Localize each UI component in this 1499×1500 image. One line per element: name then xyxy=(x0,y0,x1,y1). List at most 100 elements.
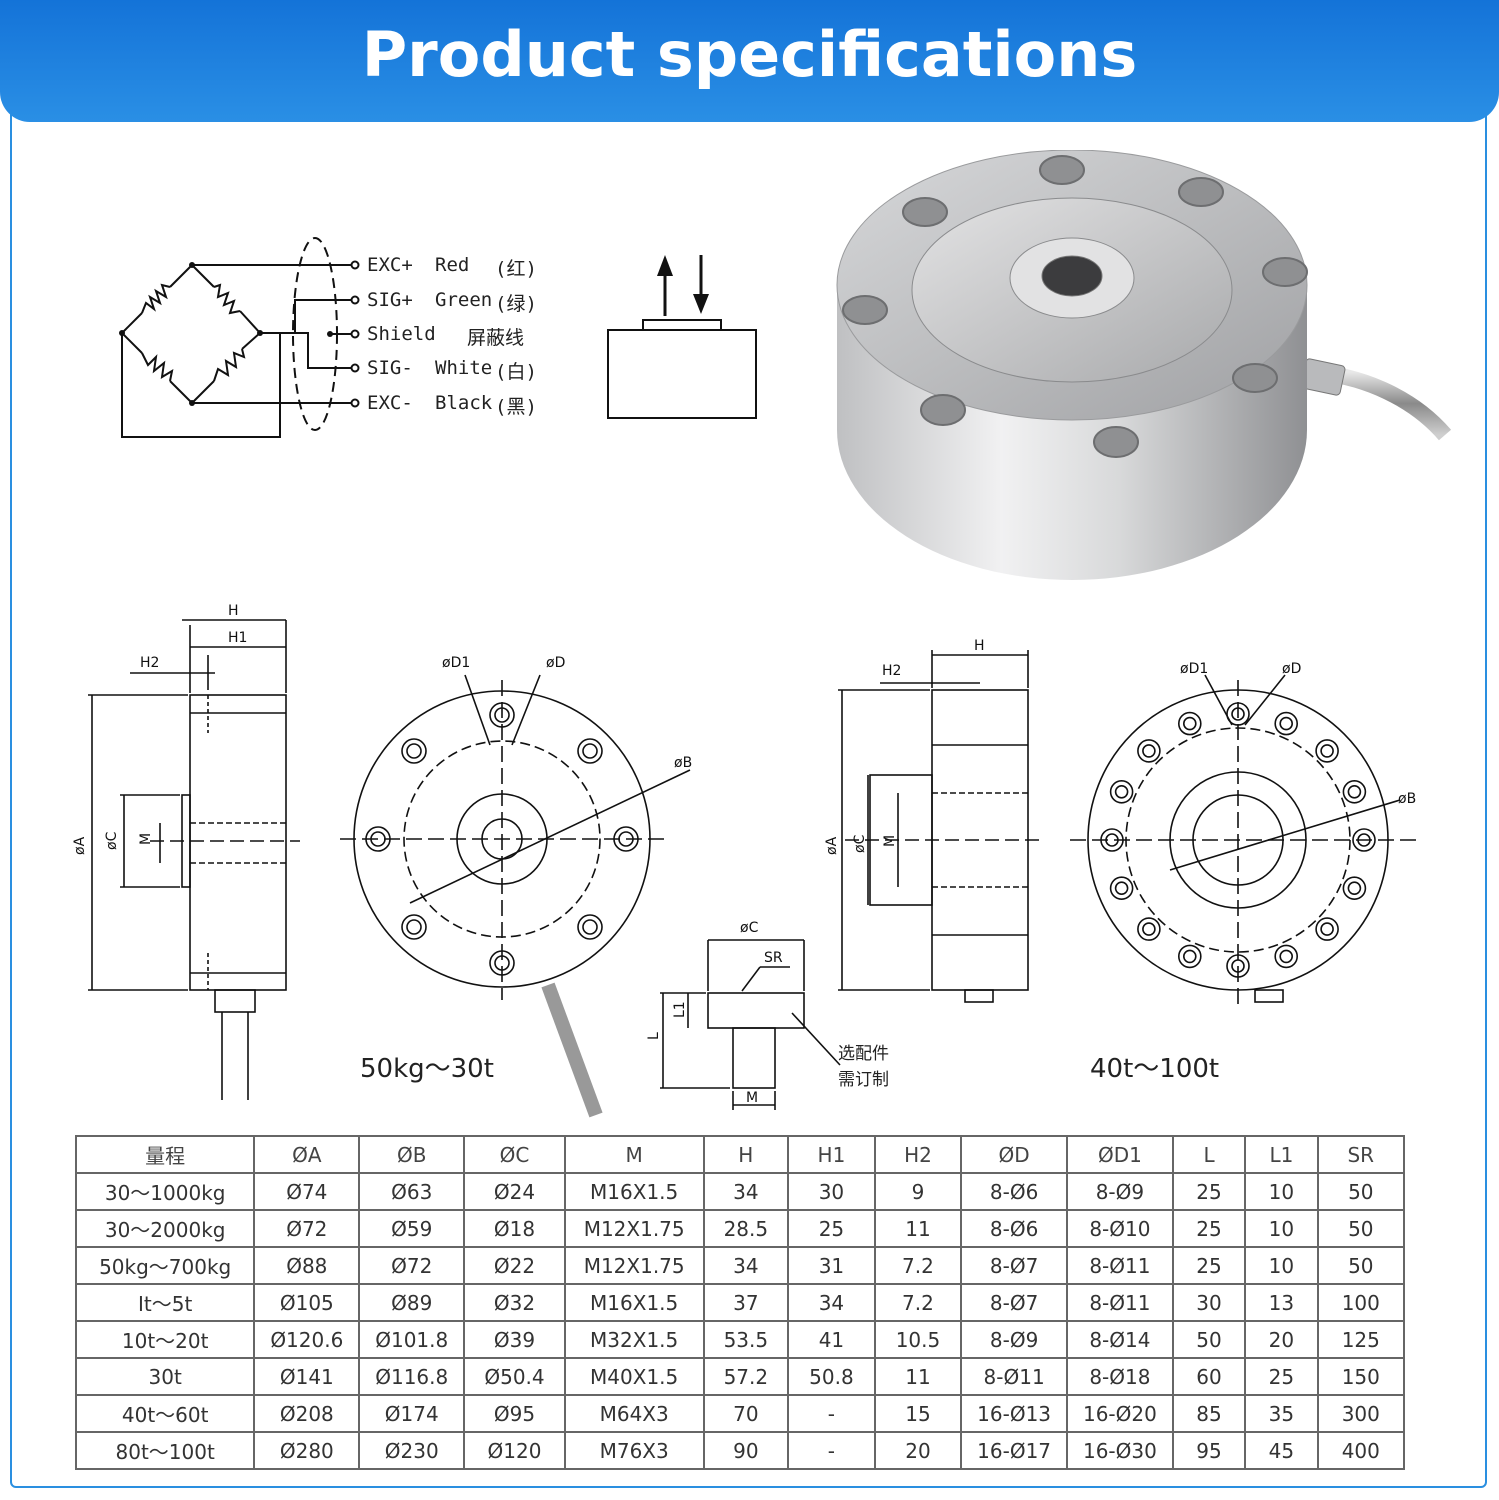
column-header: H1 xyxy=(787,1135,876,1174)
cable xyxy=(1300,358,1452,441)
table-cell: 16-Ø17 xyxy=(960,1431,1068,1470)
table-cell: 20 xyxy=(1244,1320,1319,1359)
table-cell: 16-Ø13 xyxy=(960,1394,1068,1433)
table-cell: Ø208 xyxy=(253,1394,361,1433)
dim-d1-large: øD1 xyxy=(1180,661,1208,677)
table-cell: 8-Ø7 xyxy=(960,1246,1068,1285)
table-cell: 8-Ø11 xyxy=(960,1357,1068,1396)
table-cell: 45 xyxy=(1244,1431,1319,1470)
dim-c-part: øC xyxy=(740,920,759,936)
table-cell: 400 xyxy=(1316,1431,1406,1470)
table-cell: 10 xyxy=(1244,1209,1319,1248)
table-cell: 34 xyxy=(787,1283,876,1322)
table-cell: M64X3 xyxy=(563,1394,705,1433)
table-cell: 8-Ø9 xyxy=(960,1320,1068,1359)
table-cell: Ø174 xyxy=(358,1394,466,1433)
table-cell: Ø39 xyxy=(463,1320,566,1359)
column-header: L xyxy=(1171,1135,1247,1174)
dim-c-large: øC xyxy=(852,834,868,853)
dim-h2-large: H2 xyxy=(882,663,901,679)
table-cell: 8-Ø14 xyxy=(1065,1320,1174,1359)
table-cell: Ø120.6 xyxy=(253,1320,361,1359)
side-view-large xyxy=(838,650,1045,1003)
table-cell: 80t～100t xyxy=(74,1431,256,1470)
table-cell: 60 xyxy=(1171,1357,1247,1396)
column-header: H xyxy=(702,1135,790,1174)
table-cell: M12X1.75 xyxy=(563,1209,705,1248)
table-cell: 30t xyxy=(74,1357,256,1396)
optional-part-note-1: 选配件 xyxy=(838,1044,889,1064)
load-cell-block xyxy=(607,329,757,419)
wire-color: Red xyxy=(435,254,470,276)
optional-part-note-2: 需订制 xyxy=(838,1070,889,1090)
table-cell: Ø50.4 xyxy=(463,1357,566,1396)
arrow-up-icon xyxy=(657,255,673,316)
bridge-circuit xyxy=(119,237,360,438)
wire-code: EXC- xyxy=(367,392,413,414)
table-cell: Ø116.8 xyxy=(358,1357,466,1396)
dim-h-large: H xyxy=(974,638,985,654)
table-cell: 30～2000kg xyxy=(74,1209,256,1248)
table-cell: M40X1.5 xyxy=(563,1357,705,1396)
dim-a-small: øA xyxy=(72,836,88,855)
table-cell: 7.2 xyxy=(873,1246,963,1285)
optional-part-drawing xyxy=(660,939,841,1110)
table-cell: Ø24 xyxy=(463,1172,566,1211)
table-cell: 125 xyxy=(1316,1320,1406,1359)
table-cell: 37 xyxy=(702,1283,790,1322)
wire-color: Black xyxy=(435,392,493,414)
table-cell: 50 xyxy=(1316,1209,1406,1248)
wire-code: EXC+ xyxy=(367,254,413,276)
table-cell: 100 xyxy=(1316,1283,1406,1322)
table-cell: 20 xyxy=(873,1431,963,1470)
dim-d-large: øD xyxy=(1282,661,1301,677)
column-header: ØD xyxy=(960,1135,1068,1174)
wire-code: SIG- xyxy=(367,357,413,379)
wire-color-cn: (红) xyxy=(495,258,537,280)
table-cell: 50 xyxy=(1316,1246,1406,1285)
wire-color-cn: (绿) xyxy=(495,293,537,315)
table-cell: 8-Ø10 xyxy=(1065,1209,1174,1248)
table-cell: 90 xyxy=(702,1431,790,1470)
table-cell: Ø89 xyxy=(358,1283,466,1322)
table-cell: 28.5 xyxy=(702,1209,790,1248)
wire-code: Shield xyxy=(367,323,436,345)
column-header: ØC xyxy=(463,1135,566,1174)
table-cell: 16-Ø30 xyxy=(1065,1431,1174,1470)
table-cell: Ø32 xyxy=(463,1283,566,1322)
dim-h-small: H xyxy=(228,603,239,619)
table-cell: Ø120 xyxy=(463,1431,566,1470)
table-cell: 31 xyxy=(787,1246,876,1285)
table-cell: 13 xyxy=(1244,1283,1319,1322)
table-cell: 70 xyxy=(702,1394,790,1433)
wire-code: SIG+ xyxy=(367,289,413,311)
column-header: H2 xyxy=(873,1135,963,1174)
dim-sr-part: SR xyxy=(764,950,783,966)
table-cell: 25 xyxy=(1171,1209,1247,1248)
load-plate xyxy=(642,319,722,331)
dim-h2-small: H2 xyxy=(140,655,159,671)
table-cell: 41 xyxy=(787,1320,876,1359)
dim-a-large: øA xyxy=(824,836,840,855)
wire-color-cn: 屏蔽线 xyxy=(467,327,525,349)
column-header: ØB xyxy=(358,1135,466,1174)
table-cell: Ø95 xyxy=(463,1394,566,1433)
table-cell: 10 xyxy=(1244,1172,1319,1211)
table-cell: Ø74 xyxy=(253,1172,361,1211)
table-cell: Ø72 xyxy=(358,1246,466,1285)
table-cell: 25 xyxy=(1244,1357,1319,1396)
table-cell: 10t～20t xyxy=(74,1320,256,1359)
wire-color: Green xyxy=(435,289,493,311)
table-cell: Ø280 xyxy=(253,1431,361,1470)
dim-m-small: M xyxy=(138,833,154,845)
table-cell: 8-Ø11 xyxy=(1065,1283,1174,1322)
table-cell: 35 xyxy=(1244,1394,1319,1433)
table-cell: Ø101.8 xyxy=(358,1320,466,1359)
